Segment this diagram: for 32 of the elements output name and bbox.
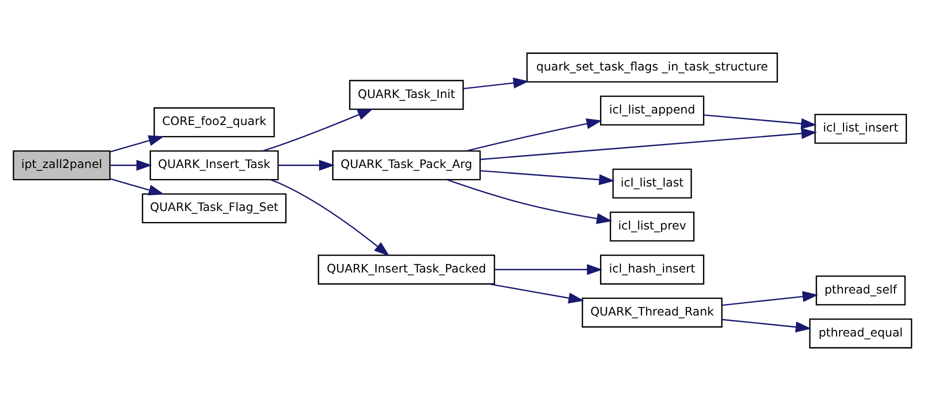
arrow — [110, 134, 164, 152]
node-box: pthread_self — [816, 274, 906, 305]
node-box: QUARK_Insert_Task_Packed — [318, 254, 496, 284]
arrow — [262, 108, 374, 152]
node-box: quark_set_task_flags _in_task_structure — [526, 52, 778, 82]
arrow — [494, 264, 603, 275]
arrow — [480, 128, 818, 160]
arrow — [110, 159, 152, 170]
node-box: CORE_foo2_quark — [154, 106, 275, 137]
node-box: ipt_zall2panel — [12, 150, 111, 180]
node-box: QUARK_Task_Pack_Arg — [332, 150, 481, 180]
arrow — [722, 290, 818, 306]
arrow — [446, 178, 612, 224]
arrow — [466, 118, 602, 151]
node-box: icl_list_prev — [610, 211, 694, 242]
arrow — [488, 282, 584, 303]
node-box: icl_list_append — [600, 95, 704, 126]
node-box: QUARK_Insert_Task — [150, 150, 279, 180]
arrow — [463, 77, 529, 89]
node-box: icl_list_last — [612, 168, 692, 198]
arrow — [480, 170, 615, 185]
node-box: QUARK_Task_Init — [349, 79, 464, 110]
node-box: QUARK_Task_Flag_Set — [142, 192, 287, 223]
arrow — [278, 159, 335, 170]
node-box: icl_hash_insert — [600, 254, 704, 284]
node-box: icl_list_insert — [814, 113, 907, 144]
arrow — [270, 178, 390, 256]
node-box: QUARK_Thread_Rank — [582, 297, 723, 328]
node-box: pthread_equal — [809, 318, 912, 348]
arrow — [704, 114, 817, 129]
arrow — [722, 318, 812, 332]
arrow — [110, 178, 164, 195]
